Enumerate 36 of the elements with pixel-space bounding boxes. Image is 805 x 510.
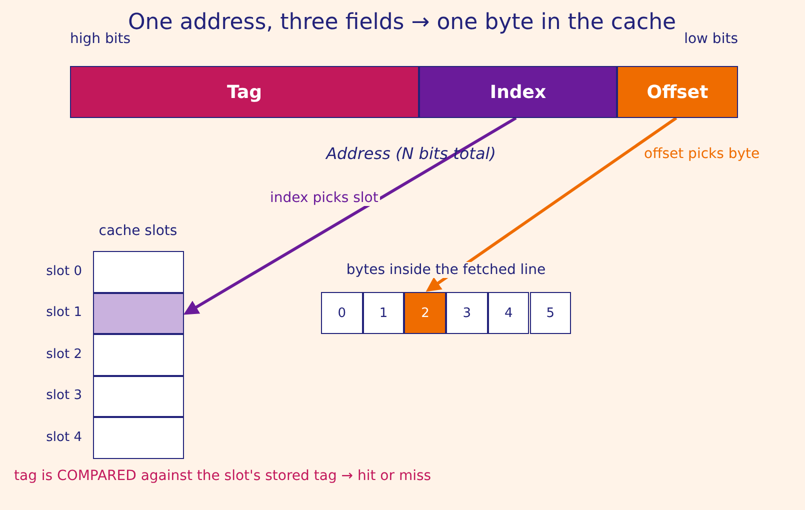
tag-field xyxy=(70,66,419,118)
bits-side-label: low bits xyxy=(684,31,738,47)
slot-label: slot 3 xyxy=(46,388,82,404)
field-name: Offset xyxy=(646,82,708,102)
byte-number: 4 xyxy=(504,306,513,320)
address-caption: Address (N bits total) xyxy=(326,144,496,163)
byte-cell xyxy=(530,292,572,334)
cache-slot xyxy=(93,251,184,292)
byte-number: 5 xyxy=(546,306,554,320)
byte-number: 0 xyxy=(338,306,346,320)
byte-number: 3 xyxy=(462,306,472,320)
offset-field xyxy=(617,66,738,118)
cache-slot xyxy=(93,334,184,376)
index-field xyxy=(419,66,617,118)
arrow xyxy=(426,116,678,292)
field-name: Tag xyxy=(227,82,262,102)
slot-label: slot 1 xyxy=(46,305,82,320)
byte-cell xyxy=(404,292,446,334)
byte-cell xyxy=(362,292,404,334)
cache-slot xyxy=(93,376,184,417)
slot-label: slot 2 xyxy=(46,346,82,362)
note-text: tag is COMPARED against the slot's stored tag → hit or miss xyxy=(14,468,432,484)
arrow xyxy=(183,116,517,315)
byte-number: 1 xyxy=(379,306,388,320)
edge-label: index picks slot xyxy=(268,190,380,206)
cache-slot xyxy=(93,417,184,458)
field-name: Index xyxy=(490,82,546,102)
cache-slot xyxy=(93,292,184,334)
byte-cell xyxy=(488,292,530,334)
byte-cell xyxy=(321,292,363,334)
slot-label: slot 4 xyxy=(46,430,82,445)
byte-number: 2 xyxy=(421,306,430,320)
edge-label: offset picks byte xyxy=(644,146,760,162)
byte-cell xyxy=(446,292,488,334)
group-heading: cache slots xyxy=(98,223,178,239)
slot-label: slot 0 xyxy=(46,264,82,279)
